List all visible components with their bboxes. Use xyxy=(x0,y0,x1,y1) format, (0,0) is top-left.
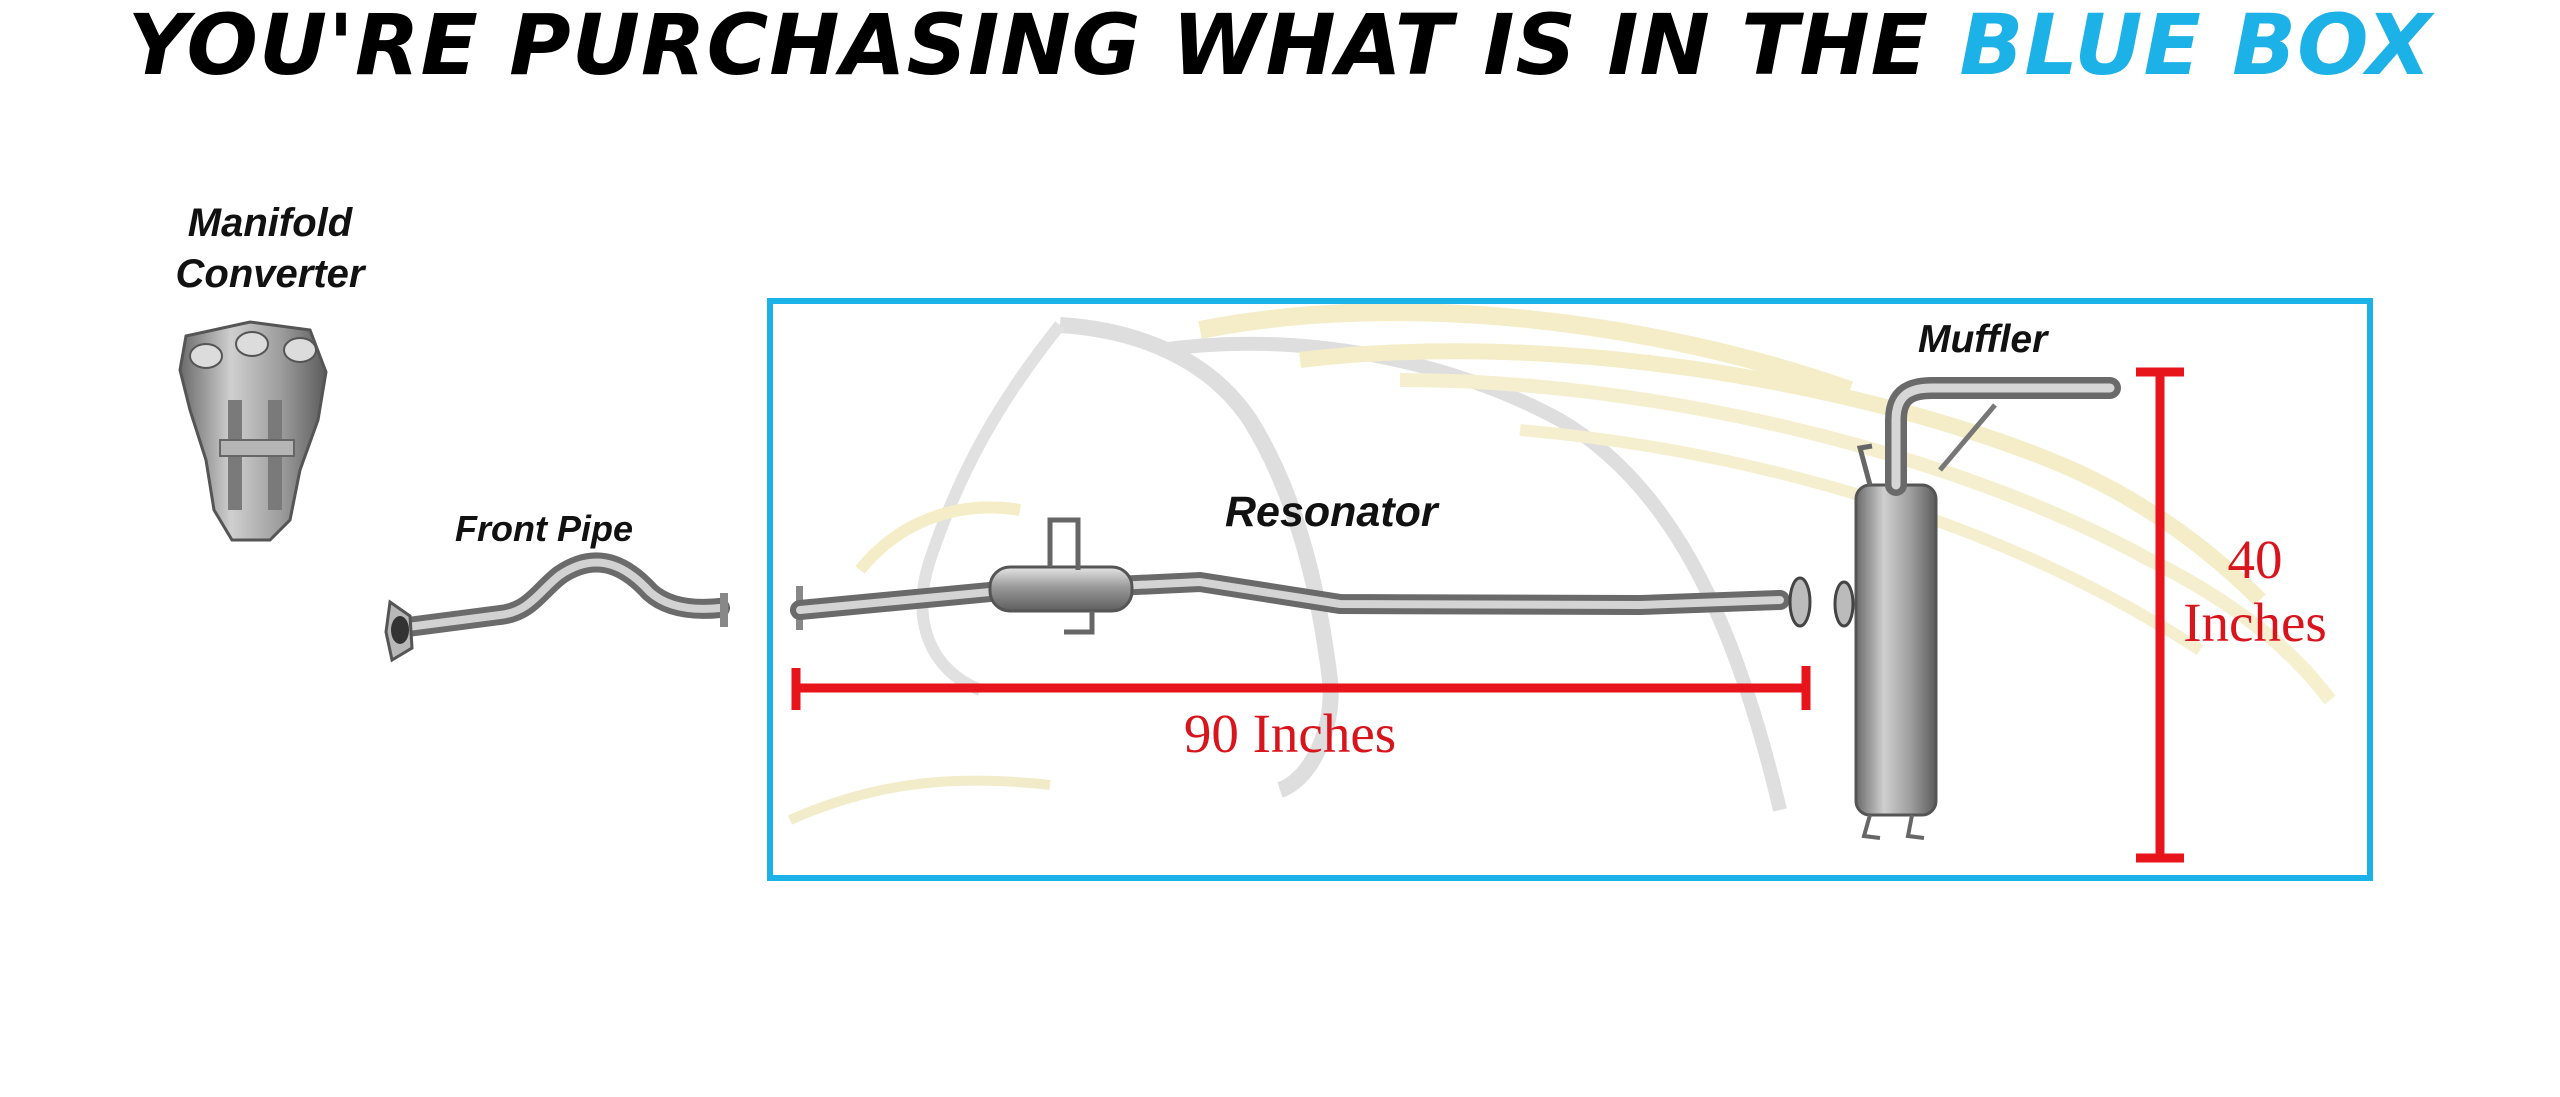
manifold-converter-label: Manifold Converter xyxy=(150,198,390,300)
muffler-image xyxy=(1833,377,2121,840)
length-dimension-line xyxy=(791,666,1811,710)
height-dimension-label: 40 Inches xyxy=(2160,528,2350,654)
resonator-label: Resonator xyxy=(1225,488,1438,536)
banner-prefix: YOU'RE PURCHASING WHAT IS IN THE xyxy=(127,0,1930,94)
front-pipe-image xyxy=(384,552,730,663)
front-pipe-label: Front Pipe xyxy=(455,508,633,549)
height-value: 40 xyxy=(2227,529,2283,590)
blue-box-outline xyxy=(767,298,2373,881)
manifold-converter-image xyxy=(178,320,328,542)
height-dimension-line xyxy=(2136,367,2184,863)
banner-title: YOU'RE PURCHASING WHAT IS IN THE BLUE BO… xyxy=(0,0,2560,96)
manifold-label-line1: Manifold xyxy=(187,201,353,245)
height-unit: Inches xyxy=(2183,592,2327,653)
banner-highlight: BLUE BOX xyxy=(1959,0,2433,94)
resonator-pipe-image xyxy=(790,517,1812,635)
length-dimension-label: 90 Inches xyxy=(1183,703,1397,764)
manifold-label-line2: Converter xyxy=(175,252,365,296)
muffler-label: Muffler xyxy=(1918,318,2048,361)
